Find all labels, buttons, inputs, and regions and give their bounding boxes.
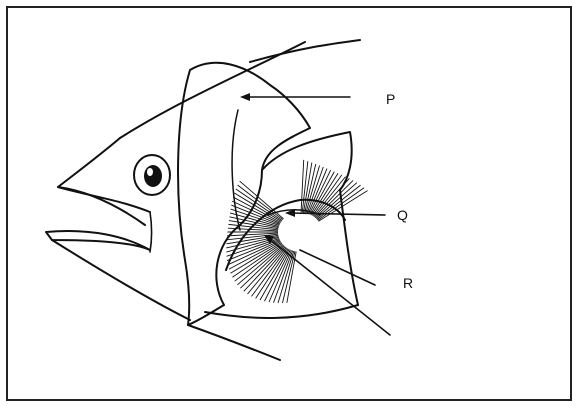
belly-outline: [188, 325, 280, 360]
gill-filament: [282, 251, 294, 303]
throat-outline: [52, 240, 190, 320]
label-p: P: [386, 91, 395, 107]
eye-pupil: [144, 165, 162, 187]
pointer-p: [240, 93, 350, 101]
label-r: R: [403, 275, 413, 291]
eye-highlight: [147, 168, 153, 176]
label-q: Q: [397, 207, 408, 223]
lower-gill-edge: [205, 305, 358, 318]
pointer-r: [264, 235, 390, 335]
dorsal-line: [250, 40, 360, 62]
jaw-line: [150, 212, 152, 252]
